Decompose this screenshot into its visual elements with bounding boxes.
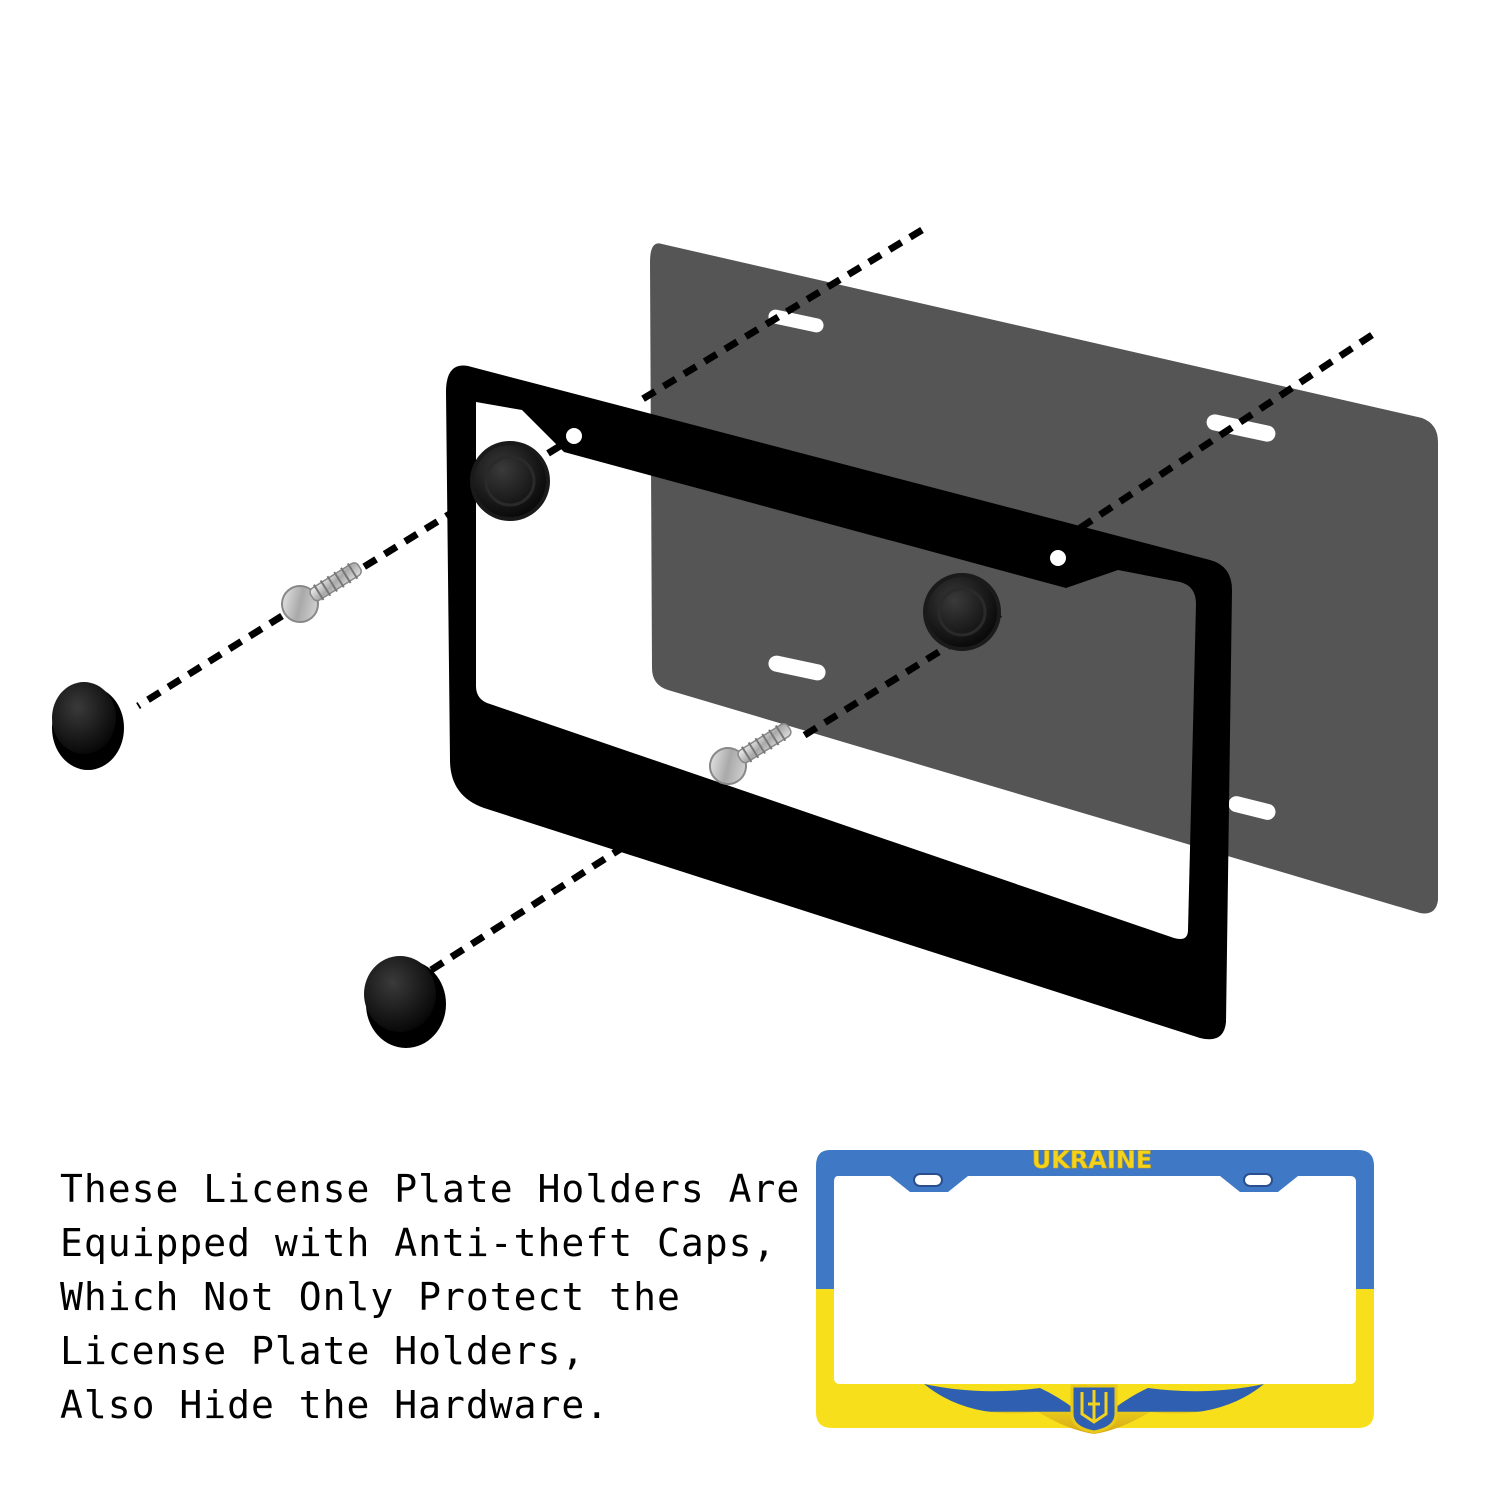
cap-icon (52, 682, 116, 754)
flag-ribbon (924, 1384, 1264, 1434)
screw (281, 562, 362, 623)
caption-line: These License Plate Holders Are (60, 1167, 801, 1211)
anti-theft-cap (364, 956, 446, 1048)
preview-slot-right (1243, 1173, 1273, 1187)
anti-theft-cap (52, 682, 124, 770)
frame-hole-top-right (1050, 550, 1066, 566)
ukraine-frame-preview: UKRAINE (816, 1146, 1374, 1434)
trident-icon (1070, 1384, 1118, 1434)
anti-theft-cap (470, 441, 550, 521)
cap-icon (364, 956, 436, 1032)
screw (709, 723, 792, 785)
preview-slot-left (913, 1173, 943, 1187)
caption-line: Equipped with Anti-theft Caps, (60, 1221, 777, 1265)
cap-icon (923, 573, 1001, 651)
caption-line: Which Not Only Protect the (60, 1275, 681, 1319)
plate-slot-bottom-right (1228, 796, 1276, 820)
cap-icon (470, 441, 550, 521)
product-caption: These License Plate Holders Are Equipped… (60, 1162, 800, 1432)
license-plate-frame (446, 365, 1232, 1040)
anti-theft-cap (923, 573, 1001, 651)
frame-preview-label: UKRAINE (1032, 1146, 1153, 1174)
plate-slot-top-left (768, 309, 824, 333)
plate-slot-bottom-left (768, 655, 826, 681)
frame-hole-top-left (566, 428, 582, 444)
caption-line: Also Hide the Hardware. (60, 1383, 610, 1427)
plate-slot-top-right (1206, 414, 1276, 442)
caption-line: License Plate Holders, (60, 1329, 586, 1373)
